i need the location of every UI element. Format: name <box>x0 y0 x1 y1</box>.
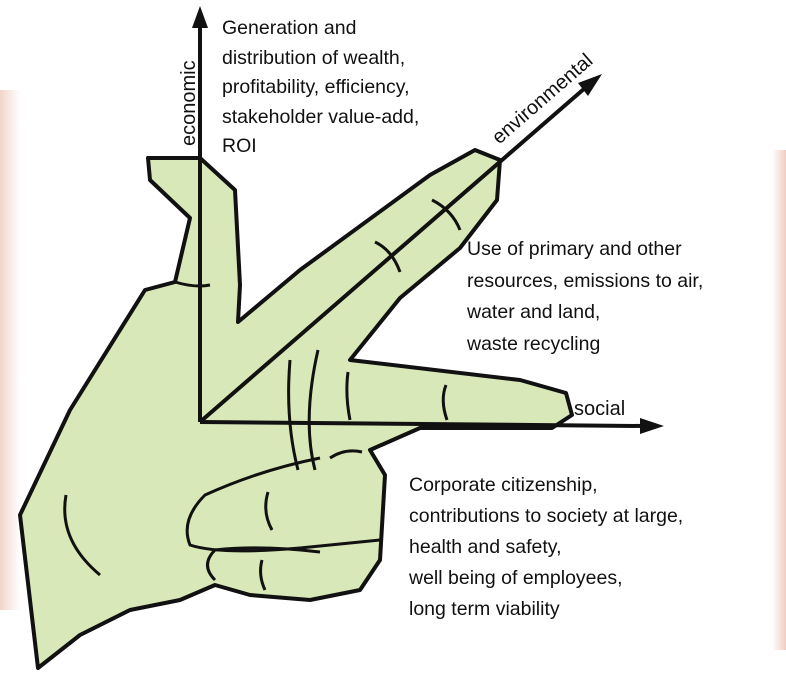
social-line: long term viability <box>409 594 683 625</box>
economic-line: ROI <box>222 132 419 162</box>
environmental-description: Use of primary and other resources, emis… <box>467 234 703 360</box>
environmental-line: waste recycling <box>467 329 703 361</box>
economic-description: Generation and distribution of wealth, p… <box>222 14 419 162</box>
social-axis-label: social <box>574 398 625 421</box>
economic-arrowhead <box>192 6 208 28</box>
economic-line: stakeholder value-add, <box>222 103 419 133</box>
social-line: well being of employees, <box>409 563 683 594</box>
social-line: Corporate citizenship, <box>409 470 683 501</box>
environmental-line: resources, emissions to air, <box>467 266 703 298</box>
environmental-line: water and land, <box>467 297 703 329</box>
economic-line: Generation and <box>222 14 419 44</box>
economic-line: profitability, efficiency, <box>222 73 419 103</box>
economic-line: distribution of wealth, <box>222 44 419 74</box>
social-arrowhead <box>640 418 664 434</box>
social-line: contributions to society at large, <box>409 501 683 532</box>
social-description: Corporate citizenship, contributions to … <box>409 470 683 625</box>
social-line: health and safety, <box>409 532 683 563</box>
environmental-line: Use of primary and other <box>467 234 703 266</box>
economic-axis-label: economic <box>178 60 201 146</box>
